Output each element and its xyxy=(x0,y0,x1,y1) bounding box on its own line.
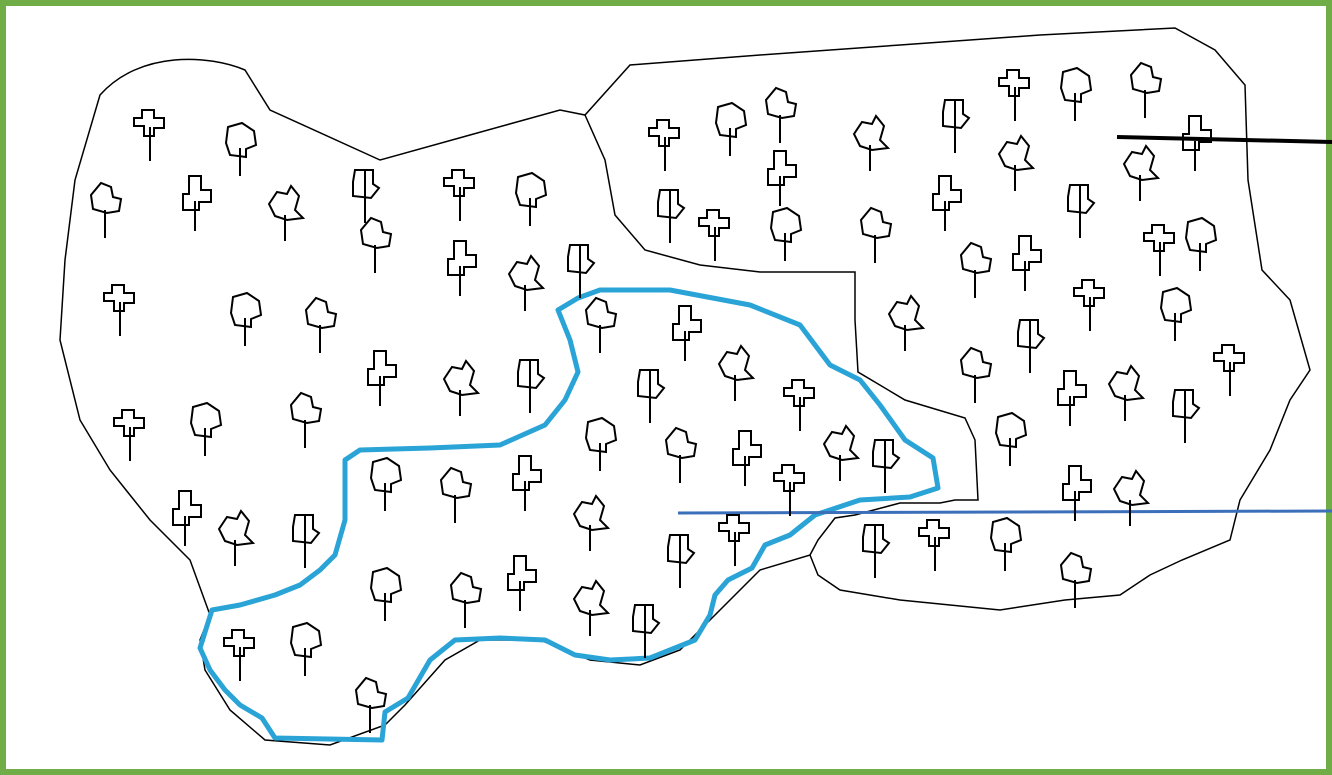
tree-icon xyxy=(872,439,901,493)
tree-icon xyxy=(1112,469,1151,526)
tree-icon xyxy=(223,629,255,681)
tree-icon xyxy=(352,169,381,223)
tree-icon xyxy=(89,181,123,238)
tree-icon xyxy=(449,571,483,628)
tree-icon xyxy=(443,169,475,221)
tree-icon xyxy=(289,391,323,448)
tree-icon xyxy=(1129,61,1163,118)
tree-icon xyxy=(1059,66,1093,121)
tree-icon xyxy=(714,101,748,156)
tree-icon xyxy=(942,99,971,153)
tree-icon xyxy=(1213,344,1245,396)
tree-icon xyxy=(1159,286,1193,341)
tree-icon xyxy=(229,291,263,346)
tree-icon xyxy=(442,359,481,416)
tree-icon xyxy=(292,514,321,568)
tree-icon xyxy=(1182,115,1212,171)
tree-icon xyxy=(567,244,596,298)
tree-icon xyxy=(514,171,548,226)
tree-icon xyxy=(113,409,145,461)
tree-icon xyxy=(657,189,686,243)
tree-icon xyxy=(447,240,477,296)
tree-icon xyxy=(517,359,546,413)
tree-icon xyxy=(172,490,202,546)
tree-icon xyxy=(1057,370,1087,426)
tree-icon xyxy=(959,241,993,298)
tree-icon xyxy=(369,566,403,621)
tree-icon xyxy=(267,184,306,241)
tree-icon xyxy=(769,206,803,261)
tree-icon xyxy=(989,516,1023,571)
tree-icon xyxy=(1073,279,1105,331)
tree-icon xyxy=(354,676,388,733)
tree-icon xyxy=(217,509,256,566)
tree-icon xyxy=(359,216,393,273)
tree-icon xyxy=(672,305,702,361)
tree-icon xyxy=(918,519,950,571)
tree-icon xyxy=(698,209,730,261)
tree-icon xyxy=(304,296,338,353)
tree-icon xyxy=(182,175,212,231)
tree-icon xyxy=(1107,364,1146,421)
forest-outline xyxy=(59,27,1311,746)
tree-icon xyxy=(1012,235,1042,291)
tree-icon xyxy=(959,346,993,403)
tree-icon xyxy=(822,424,861,481)
tree-icon xyxy=(997,134,1036,191)
tree-icon xyxy=(667,534,696,588)
upper-right-stand xyxy=(584,114,979,556)
tree-icon xyxy=(1122,144,1161,201)
tree-icon xyxy=(584,416,618,471)
tree-icon xyxy=(764,86,798,143)
tree-icon xyxy=(584,296,618,353)
tree-icon xyxy=(507,254,546,311)
tree-icon xyxy=(732,430,762,486)
tree-icon xyxy=(887,294,926,351)
tree-icon xyxy=(1172,389,1201,443)
tree-icon xyxy=(932,175,962,231)
tree-layer xyxy=(89,61,1245,733)
leader-line-blue xyxy=(677,509,1332,515)
tree-icon xyxy=(439,466,473,523)
tree-icon xyxy=(998,69,1030,121)
tree-icon xyxy=(224,121,258,176)
tree-icon xyxy=(718,514,750,566)
tree-icon xyxy=(783,379,815,431)
tree-icon xyxy=(572,494,611,551)
tree-icon xyxy=(664,426,698,483)
tree-icon xyxy=(717,344,756,401)
tree-icon xyxy=(632,604,661,658)
tree-icon xyxy=(369,456,403,511)
tree-icon xyxy=(1143,224,1175,276)
tree-icon xyxy=(512,455,542,511)
tree-icon xyxy=(189,401,223,456)
tree-icon xyxy=(103,284,135,336)
tree-icon xyxy=(1067,184,1096,238)
tree-icon xyxy=(994,411,1028,466)
tree-icon xyxy=(862,524,891,578)
tree-icon xyxy=(1062,465,1092,521)
tree-icon xyxy=(572,579,611,636)
tree-icon xyxy=(1059,551,1093,608)
tree-icon xyxy=(852,114,891,171)
tree-icon xyxy=(507,555,537,611)
leader-line-black xyxy=(1116,135,1332,144)
tree-icon xyxy=(648,119,680,171)
tree-icon xyxy=(1017,319,1046,373)
tree-icon xyxy=(773,464,805,516)
tree-icon xyxy=(767,150,797,206)
highlighted-stand xyxy=(197,287,941,743)
tree-icon xyxy=(289,621,323,676)
tree-icon xyxy=(859,206,893,263)
tree-icon xyxy=(1184,216,1218,271)
tree-icon xyxy=(133,109,165,161)
tree-icon xyxy=(367,350,397,406)
tree-icon xyxy=(637,369,666,423)
